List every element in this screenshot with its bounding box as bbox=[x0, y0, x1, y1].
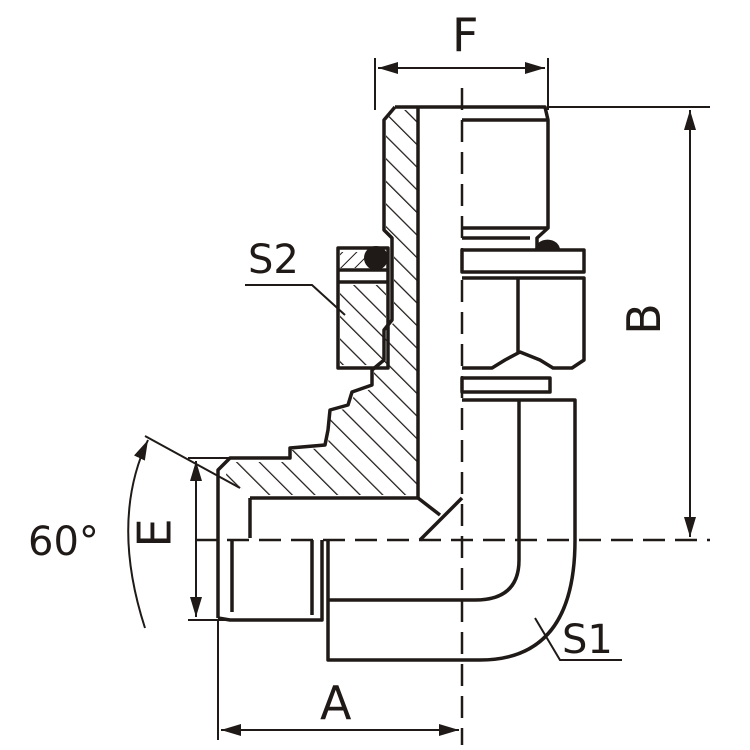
section-hatch-nut bbox=[340, 285, 386, 365]
section-hatch-washer bbox=[340, 252, 370, 268]
angle-label: 60° bbox=[28, 519, 99, 565]
dimension-label-a: A bbox=[320, 676, 352, 730]
callout-label-s2: S2 bbox=[248, 237, 299, 283]
dimension-label-b: B bbox=[616, 303, 671, 335]
dimension-label-e: E bbox=[127, 518, 182, 548]
o-ring-left bbox=[364, 246, 388, 270]
callout-label-s1: S1 bbox=[562, 617, 613, 663]
dimension-lines bbox=[127, 58, 710, 740]
section-hatch-body bbox=[225, 110, 418, 495]
o-ring-right bbox=[535, 239, 560, 250]
center-lines bbox=[195, 88, 710, 745]
dimension-label-f: F bbox=[452, 8, 479, 62]
